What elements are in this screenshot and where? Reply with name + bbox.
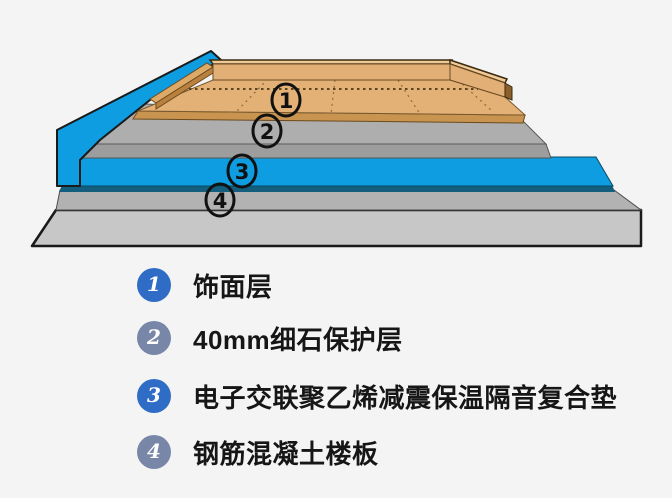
right-border-end-cap — [504, 82, 513, 101]
legend-item-1: 1 饰面层 — [137, 268, 273, 302]
marker-number-3: 3 — [235, 160, 250, 184]
legend-badge-number-1: 1 — [147, 272, 161, 296]
legend-badge-number-2: 2 — [147, 325, 161, 349]
marker-circle-2 — [251, 113, 283, 149]
legend-badge-3: 3 — [137, 379, 171, 413]
layer-diagram: 1 2 3 4 — [30, 50, 643, 248]
legend-label-1: 饰面层 — [193, 271, 273, 302]
plank-dotted-lines-diagonal — [234, 78, 493, 115]
marker-2: 2 — [251, 113, 283, 149]
marker-number-1: 1 — [279, 89, 294, 113]
legend-item-4: 4 钢筋混凝土楼板 — [137, 435, 379, 469]
marker-number-2: 2 — [260, 120, 275, 144]
legend-label-2: 40mm细石保护层 — [193, 324, 403, 355]
slab-front-face — [30, 208, 643, 248]
marker-circle-3 — [226, 153, 258, 189]
legend-label-4: 钢筋混凝土楼板 — [193, 438, 379, 469]
legend-item-3: 3 电子交联聚乙烯减震保温隔音复合垫 — [137, 379, 617, 413]
marker-1: 1 — [270, 82, 302, 118]
legend-badge-1: 1 — [137, 268, 171, 302]
slab-top-surface — [55, 189, 643, 211]
legend-badge-number-4: 4 — [147, 439, 161, 463]
back-border-face — [212, 63, 451, 81]
insulation-bottom-edge — [59, 185, 615, 192]
legend-label-3: 电子交联聚乙烯减震保温隔音复合垫 — [193, 382, 618, 413]
marker-circle-1 — [270, 82, 302, 118]
legend-badge-4: 4 — [137, 435, 171, 469]
legend-badge-2: 2 — [137, 321, 171, 355]
marker-3: 3 — [226, 153, 258, 189]
marker-4: 4 — [204, 182, 236, 218]
legend-badge-number-3: 3 — [147, 383, 161, 407]
legend-item-2: 2 40mm细石保护层 — [137, 321, 403, 355]
left-baseboard-front — [155, 66, 214, 110]
protection-layer-front-face — [79, 143, 552, 159]
insulation-layer-surface — [61, 156, 614, 187]
marker-number-4: 4 — [213, 189, 228, 213]
marker-circle-4 — [204, 182, 236, 218]
back-border-top — [208, 59, 454, 65]
